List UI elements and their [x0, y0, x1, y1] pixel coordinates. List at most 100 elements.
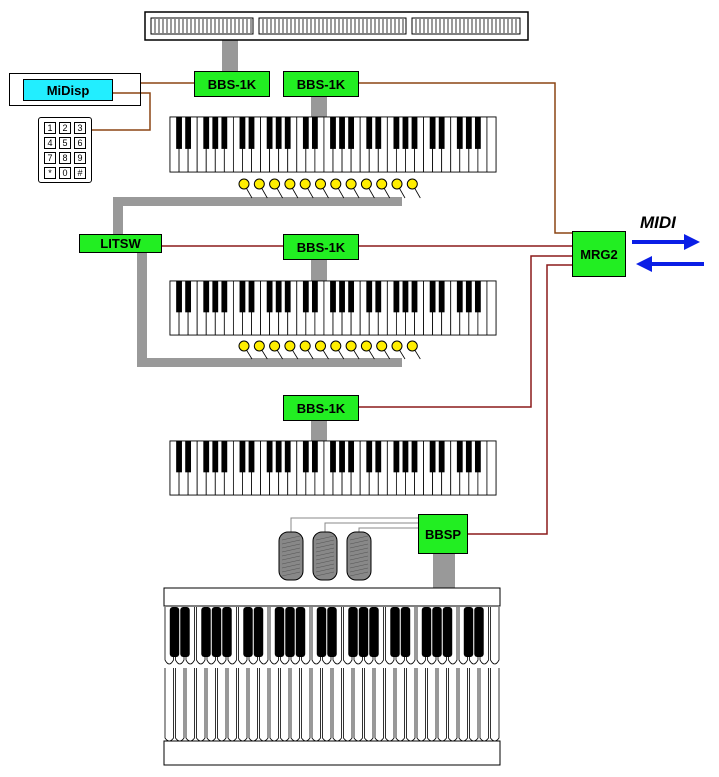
black-key: [203, 117, 210, 149]
black-key: [393, 117, 400, 149]
black-key: [411, 281, 418, 313]
pedalboard-bottom-rail: [163, 740, 501, 766]
black-key: [402, 117, 409, 149]
black-key: [239, 441, 246, 473]
keypad-key[interactable]: 6: [74, 137, 86, 149]
pedal-sharp: [169, 607, 180, 657]
black-key: [465, 441, 472, 473]
cable-segment: [113, 197, 123, 235]
pedal-sharp: [222, 607, 232, 657]
white-key: [486, 116, 497, 173]
black-key: [366, 117, 373, 149]
pedal-hatch: [349, 571, 369, 577]
pedal-sharp: [369, 607, 379, 657]
black-key: [185, 441, 192, 473]
pedal-hatch: [349, 563, 369, 569]
black-key: [429, 117, 436, 149]
black-key: [348, 441, 355, 473]
pedal-sharp: [400, 607, 411, 657]
keypad-key[interactable]: 8: [59, 152, 71, 164]
pedal-natural: [490, 607, 500, 665]
indicator-lamp: [330, 340, 342, 352]
pedal-keyboard: [163, 587, 501, 766]
black-key: [275, 117, 282, 149]
keypad-key[interactable]: 7: [44, 152, 56, 164]
pedal-shoe: [346, 531, 372, 581]
keypad-key[interactable]: 2: [59, 122, 71, 134]
pedal-hatch: [281, 571, 301, 577]
keypad-key[interactable]: 9: [74, 152, 86, 164]
black-key: [239, 117, 246, 149]
keypad-key[interactable]: 3: [74, 122, 86, 134]
pedal-natural: [248, 668, 258, 742]
pedal-hatch: [349, 535, 369, 541]
indicator-lamp: [330, 178, 342, 190]
cable-segment: [311, 258, 327, 282]
keypad-key[interactable]: 5: [59, 137, 71, 149]
pedal-hatch: [315, 567, 335, 573]
black-key: [284, 281, 291, 313]
black-key: [366, 281, 373, 313]
gray-cables: [113, 38, 455, 588]
black-key: [393, 441, 400, 473]
expression-pedal: [278, 531, 304, 581]
midisp-display: MiDisp: [23, 79, 113, 101]
white-key: [486, 440, 497, 496]
pedal-natural: [290, 668, 300, 742]
pedal-hatch: [349, 567, 369, 573]
signal-wire: [92, 92, 151, 131]
pedal-natural: [259, 668, 269, 742]
pedal-sharp: [316, 607, 327, 657]
pedal-natural: [301, 668, 311, 742]
pedal-hatch: [315, 547, 335, 553]
black-key: [212, 117, 219, 149]
keypad-key[interactable]: *: [44, 167, 56, 179]
cable-segment: [137, 358, 402, 367]
pedal-sharp: [295, 607, 306, 657]
pedal-hatch: [281, 539, 301, 545]
pedal-hatch: [281, 563, 301, 569]
pedal-sharp: [285, 607, 295, 657]
black-key: [375, 117, 382, 149]
pedal-natural: [217, 668, 227, 742]
pedal-natural: [343, 668, 353, 742]
keypad-key[interactable]: 1: [44, 122, 56, 134]
pedal-wire: [290, 517, 418, 532]
indicator-lamp: [406, 178, 418, 190]
pedal-hatch: [315, 539, 335, 545]
keypad-key[interactable]: 4: [44, 137, 56, 149]
pedal-natural: [437, 668, 447, 742]
upper-keyboard: [169, 116, 497, 173]
black-key: [239, 281, 246, 313]
black-key: [465, 281, 472, 313]
black-key: [176, 441, 182, 473]
pedalboard-top-rail: [163, 587, 501, 607]
pedal-sharp: [421, 607, 432, 657]
black-key: [348, 281, 355, 313]
signal-wire: [359, 82, 572, 234]
pedal-natural: [280, 668, 290, 742]
bbs-1k-upper-left-module: BBS-1K: [194, 71, 270, 97]
black-key: [212, 281, 219, 313]
upper-indicator-lamps: [238, 178, 421, 199]
cable-segment: [137, 252, 147, 367]
white-key: [486, 280, 497, 336]
black-key: [275, 441, 282, 473]
black-key: [375, 281, 382, 313]
keypad-key[interactable]: #: [74, 167, 86, 179]
cable-segment: [222, 38, 238, 72]
black-key: [474, 281, 481, 313]
lower-keyboard: [169, 440, 497, 496]
indicator-lamp: [391, 178, 403, 190]
keypad-key[interactable]: 0: [59, 167, 71, 179]
pedal-hatch: [281, 543, 301, 549]
pedal-natural: [479, 668, 489, 742]
black-key: [393, 281, 400, 313]
pedal-hatch: [349, 539, 369, 545]
indicator-lamp: [253, 340, 265, 352]
pedal-sharp: [180, 607, 190, 657]
pedal-natural: [427, 668, 437, 742]
black-key: [375, 441, 382, 473]
